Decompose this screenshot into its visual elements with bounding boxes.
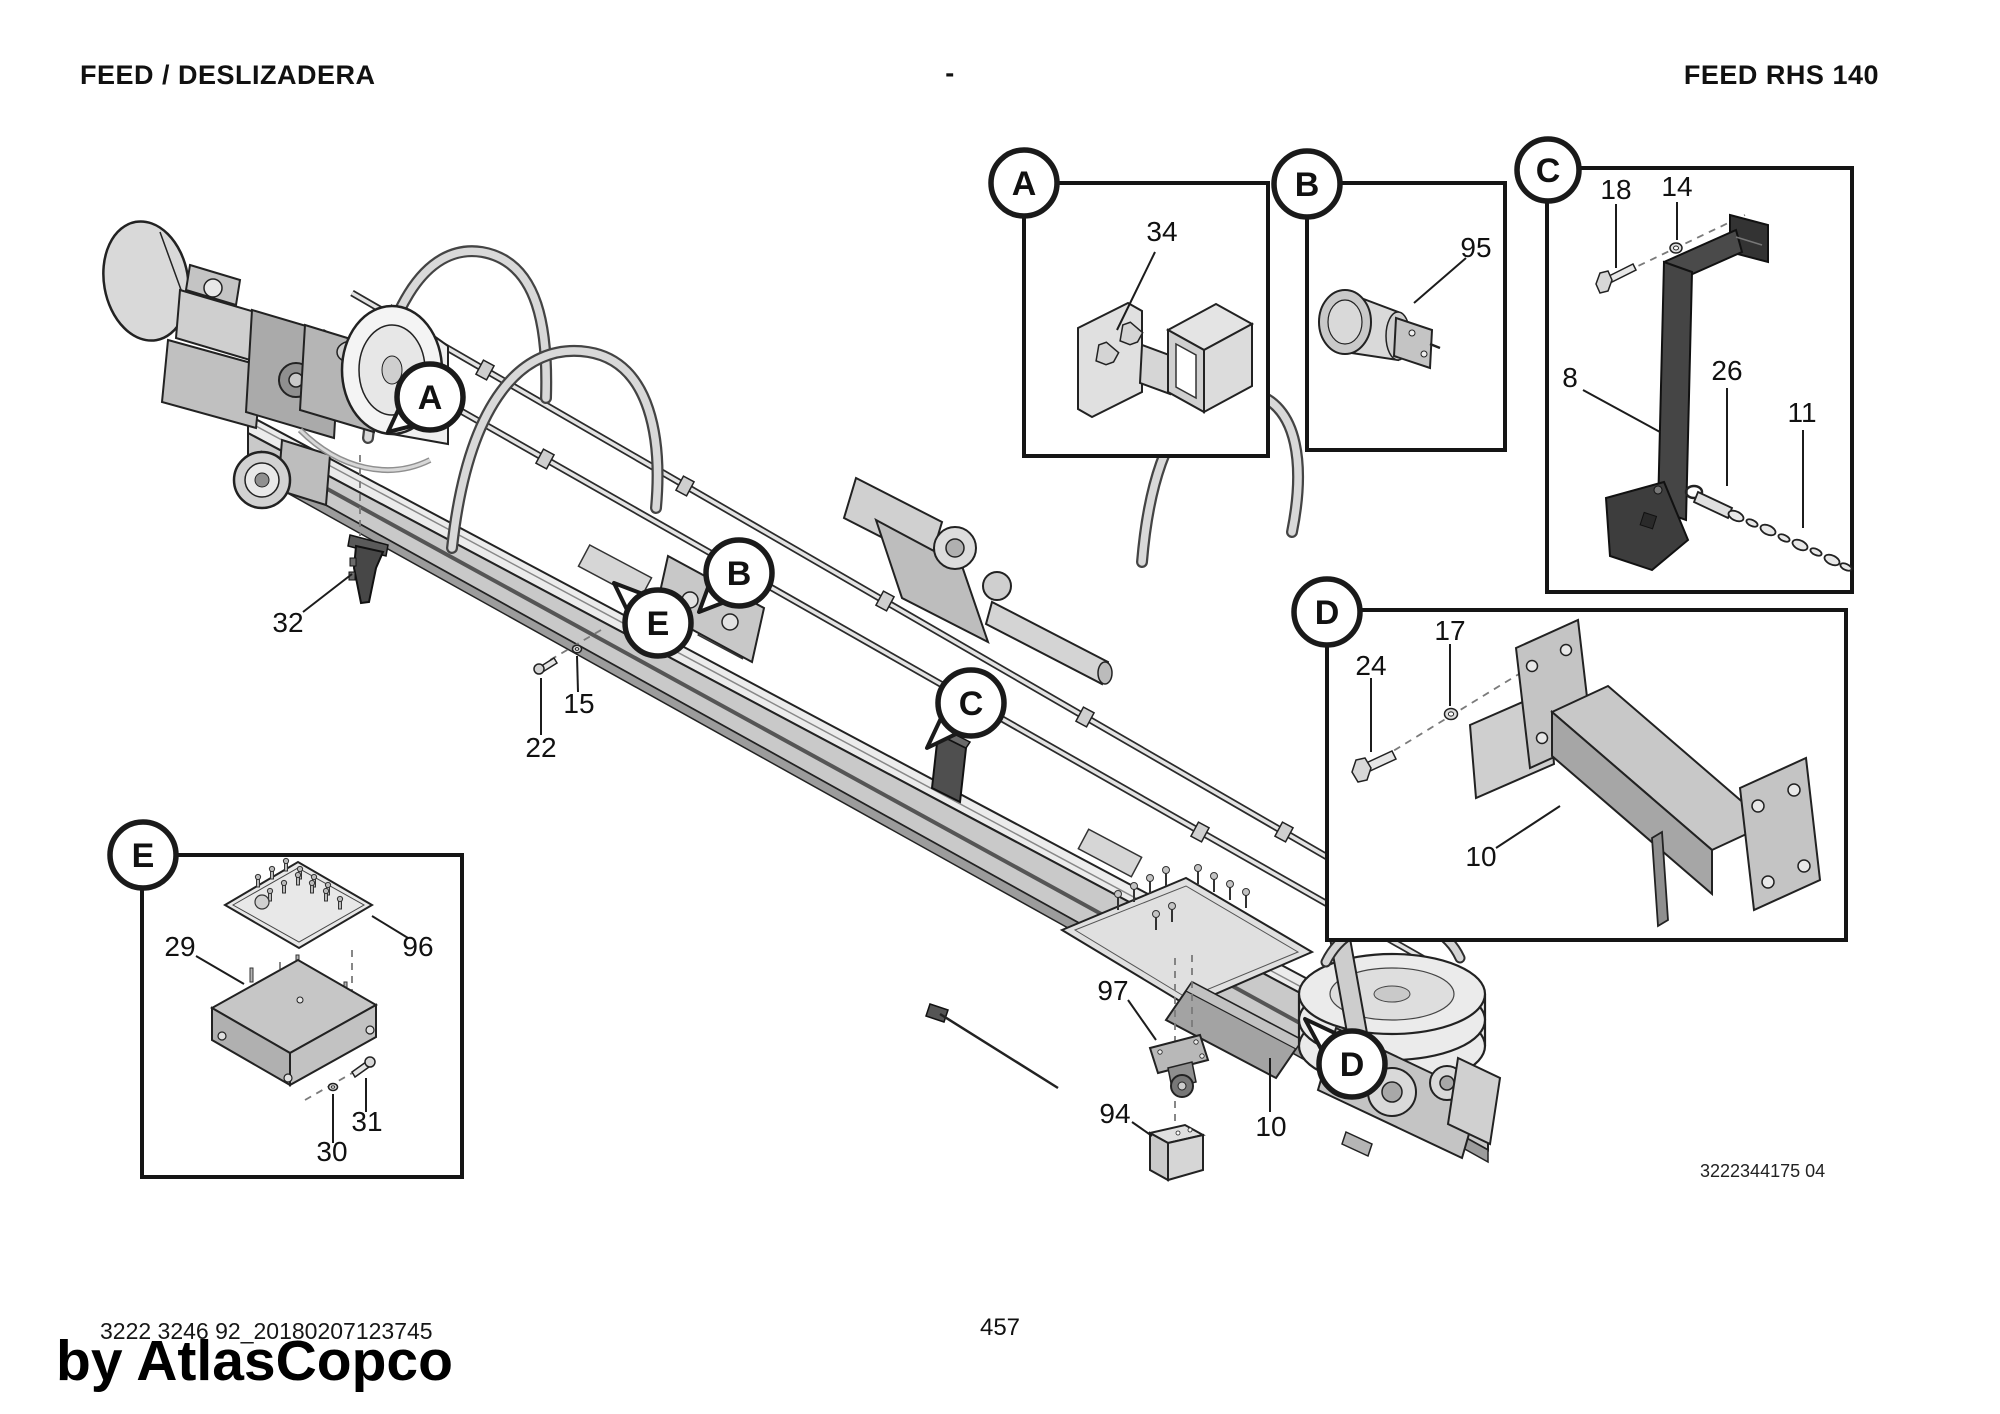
inset-e-part-29-plate — [209, 954, 379, 1087]
callout-d: D — [1303, 1017, 1388, 1100]
tension-rod — [925, 1003, 1059, 1090]
brand-watermark: by AtlasCopco — [56, 1329, 453, 1393]
header-separator: - — [945, 58, 955, 88]
part-22-bolt — [533, 656, 559, 675]
part-label-22: 22 — [525, 732, 556, 763]
part-label-10-inset: 10 — [1465, 841, 1496, 872]
inset-e-part-96-manifold — [223, 857, 374, 950]
part-label-11: 11 — [1787, 397, 1816, 428]
callout-c-letter: C — [959, 685, 984, 723]
feed-beam-assembly: 32 15 22 97 94 10 A — [102, 220, 1502, 1182]
inset-d-letter: D — [1315, 594, 1340, 632]
inset-c-part-18-bolt — [1595, 262, 1638, 294]
part-label-95: 95 — [1460, 232, 1491, 263]
inset-c-part-14-washer — [1669, 242, 1683, 254]
inset-e: 29 96 31 30 E — [107, 819, 464, 1179]
manifold-studs — [1114, 864, 1250, 930]
inset-d-part-24-bolt — [1351, 750, 1398, 783]
callout-a: A — [386, 361, 466, 434]
inset-a-letter: A — [1012, 165, 1037, 203]
inset-e-letter: E — [132, 837, 155, 875]
inset-e-part-31-bolt — [351, 1056, 376, 1079]
callout-e: E — [612, 581, 694, 659]
inset-c-part-8-bracket — [1604, 213, 1769, 572]
inset-d-part-17-washer — [1443, 707, 1459, 721]
part-label-34: 34 — [1146, 216, 1177, 247]
part-94-box — [1147, 1123, 1206, 1182]
inset-c-letter: C — [1536, 152, 1561, 190]
inset-d-part-10-weldment — [1468, 618, 1822, 928]
inset-a-part-34 — [1077, 301, 1255, 419]
inset-a: 34 A — [988, 147, 1270, 458]
model-title: FEED RHS 140 — [1683, 60, 1879, 90]
callout-b: B — [697, 537, 775, 614]
callout-d-letter: D — [1340, 1046, 1365, 1084]
page-title: FEED / DESLIZADERA — [80, 60, 376, 90]
part-label-32: 32 — [272, 607, 303, 638]
part-label-24: 24 — [1355, 650, 1386, 681]
drawing-number: 3222344175 04 — [1700, 1161, 1826, 1181]
inset-b-letter: B — [1295, 166, 1320, 204]
page-number: 457 — [979, 1314, 1021, 1341]
inset-c-part-11-chain — [1727, 509, 1853, 572]
inset-c-part-26-turnbuckle — [1684, 484, 1734, 520]
callout-a-letter: A — [418, 379, 443, 417]
hose-guide-rails — [320, 289, 1477, 992]
inset-e-part-30-nut — [327, 1082, 339, 1092]
part-label-14: 14 — [1661, 171, 1692, 202]
part-label-30: 30 — [316, 1136, 347, 1167]
document-id: 3222 3246 92_20180207123745 — [100, 1318, 433, 1344]
part-label-31: 31 — [351, 1106, 382, 1137]
main-part-labels: 32 15 22 97 94 10 — [272, 573, 1287, 1142]
part-label-10: 10 — [1255, 1111, 1286, 1142]
part-label-17: 17 — [1434, 615, 1465, 646]
part-label-15: 15 — [563, 688, 594, 719]
part-label-96: 96 — [402, 931, 433, 962]
inset-c: 18 14 8 26 11 C — [1514, 136, 1854, 594]
callout-c: C — [925, 667, 1007, 750]
part-label-97: 97 — [1097, 975, 1128, 1006]
part-15-washer — [571, 644, 583, 654]
loose-parts — [347, 455, 1210, 1182]
rear-end-machinery — [102, 220, 449, 510]
part-label-18: 18 — [1600, 174, 1631, 205]
part-label-8: 8 — [1562, 362, 1578, 393]
drill-carriage-cluster — [654, 476, 1113, 804]
part-97-caster — [1148, 1033, 1210, 1098]
callout-e-letter: E — [647, 605, 670, 643]
part-label-94: 94 — [1099, 1098, 1130, 1129]
callout-b-letter: B — [727, 555, 752, 593]
part-label-26: 26 — [1711, 355, 1742, 386]
part-32-bracket — [347, 534, 389, 605]
part-label-29: 29 — [164, 931, 195, 962]
inset-d: 24 17 10 D — [1291, 576, 1848, 942]
inset-b-part-95 — [1318, 289, 1441, 370]
main-callouts: A B E C — [386, 361, 1388, 1100]
inset-b: 95 B — [1271, 148, 1507, 452]
